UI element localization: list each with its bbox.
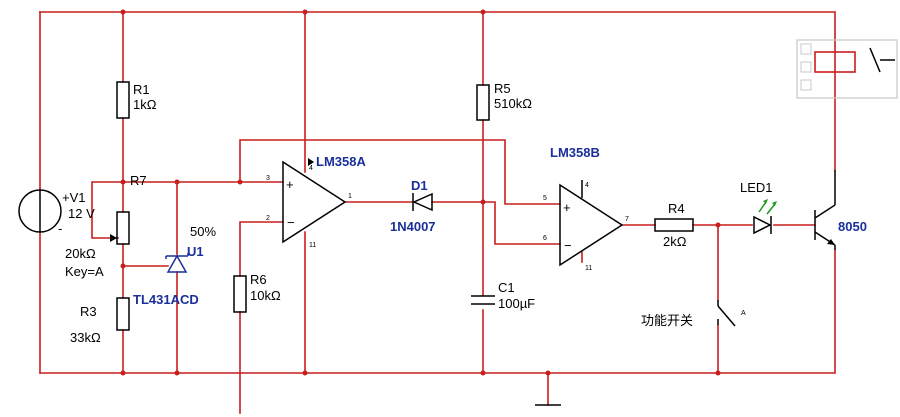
u1-part: TL431ACD	[133, 292, 199, 307]
opamp-a-pin-plus: 3	[266, 175, 270, 182]
junction-dot	[174, 179, 180, 185]
c1-capacitor: C1 100µF	[471, 280, 535, 311]
d1-part: 1N4007	[390, 219, 436, 234]
junction-dot	[120, 263, 126, 269]
relay-coil	[814, 51, 856, 73]
wire-top-rail	[39, 11, 836, 171]
r1-ref: R1	[133, 82, 150, 97]
r4-ref: R4	[668, 201, 685, 216]
r7-percent: 50%	[190, 224, 216, 239]
r5-value: 510kΩ	[494, 96, 532, 111]
r4-value: 2kΩ	[663, 234, 687, 249]
led1-ref: LED1	[740, 180, 773, 195]
r7-potentiometer: R7 20kΩ Key=A 50%	[65, 173, 216, 279]
q1-part: 8050	[838, 219, 867, 234]
opamp-b-pin-gnd: 11	[585, 265, 592, 272]
r6-resistor: R6 10kΩ	[233, 272, 281, 313]
d1-diode: D1 1N4007	[390, 178, 436, 234]
junction-dot	[302, 9, 308, 15]
u1-shunt-regulator: U1 TL431ACD	[133, 244, 204, 307]
opamp-a-pin-vcc: 4	[309, 165, 313, 172]
v1-ref: +V1	[62, 190, 86, 205]
opamp-b-pin-out: 7	[625, 216, 629, 223]
junction-dot	[480, 9, 486, 15]
junctions	[120, 9, 721, 376]
r3-ref: R3	[80, 304, 97, 319]
switch-label: 功能开关	[641, 313, 693, 328]
junction-dot	[480, 199, 486, 205]
junction-dot	[237, 179, 243, 185]
r7-key: Key=A	[65, 264, 104, 279]
opamp-b-minus-sign: −	[564, 238, 572, 253]
v1-value: 12 V	[68, 206, 95, 221]
u1-ref: U1	[187, 244, 204, 259]
switch-key: A	[741, 310, 746, 317]
led1-diode: LED1	[740, 180, 777, 235]
wire-r7-wiper	[91, 181, 124, 239]
wires	[39, 11, 836, 414]
r6-value: 10kΩ	[250, 288, 281, 303]
opamp-a-minus-sign: −	[287, 215, 295, 230]
wire-r6-to-opamp-a-minus	[239, 221, 284, 277]
opamp-b-pin-vcc: 4	[585, 182, 589, 189]
opamp-b-plus-sign: +	[563, 200, 571, 215]
junction-dot	[302, 370, 308, 376]
opamp-a-part: LM358A	[316, 154, 366, 169]
r1-value: 1kΩ	[133, 97, 157, 112]
opamp-b-part: LM358B	[550, 145, 600, 160]
v1-minus: -	[58, 221, 62, 236]
c1-value: 100µF	[498, 296, 535, 311]
r6-ref: R6	[250, 272, 267, 287]
junction-dot	[120, 370, 126, 376]
junction-dot	[120, 9, 126, 15]
junction-dot	[715, 222, 721, 228]
opamp-a-plus-sign: +	[286, 177, 294, 192]
function-switch: 功能开关 A	[641, 300, 746, 328]
wire-reference-to-opamp-b	[239, 139, 561, 205]
c1-ref: C1	[498, 280, 515, 295]
junction-dot	[545, 370, 551, 376]
r3-resistor: R3 33kΩ	[70, 297, 130, 345]
v1-source: +V1 12 V -	[18, 189, 95, 236]
r5-resistor: R5 510kΩ	[476, 81, 532, 121]
wire-bottom-rail	[39, 249, 836, 374]
relay	[796, 39, 898, 99]
junction-dot	[174, 370, 180, 376]
junction-dot	[480, 370, 486, 376]
r4-resistor: R4 2kΩ	[654, 201, 694, 249]
d1-ref: D1	[411, 178, 428, 193]
r7-ref: R7	[130, 173, 147, 188]
r5-ref: R5	[494, 81, 511, 96]
opamp-lm358b: + − LM358B 5 6 7 4 11	[543, 145, 629, 272]
opamp-a-pin-gnd: 11	[309, 242, 316, 249]
r3-value: 33kΩ	[70, 330, 101, 345]
opamp-b-pin-minus: 6	[543, 235, 547, 242]
opamp-a-pin-minus: 2	[266, 215, 270, 222]
r7-value: 20kΩ	[65, 246, 96, 261]
junction-dot	[120, 179, 126, 185]
wire-node-to-opamp-b-minus	[482, 201, 561, 245]
junction-dot	[715, 370, 721, 376]
r1-resistor: R1 1kΩ	[116, 81, 157, 119]
q1-transistor: 8050	[814, 170, 867, 250]
opamp-b-pin-plus: 5	[543, 195, 547, 202]
opamp-a-pin-out: 1	[348, 193, 352, 200]
opamp-lm358a: + − LM358A 3 2 1 4 11	[266, 154, 366, 249]
